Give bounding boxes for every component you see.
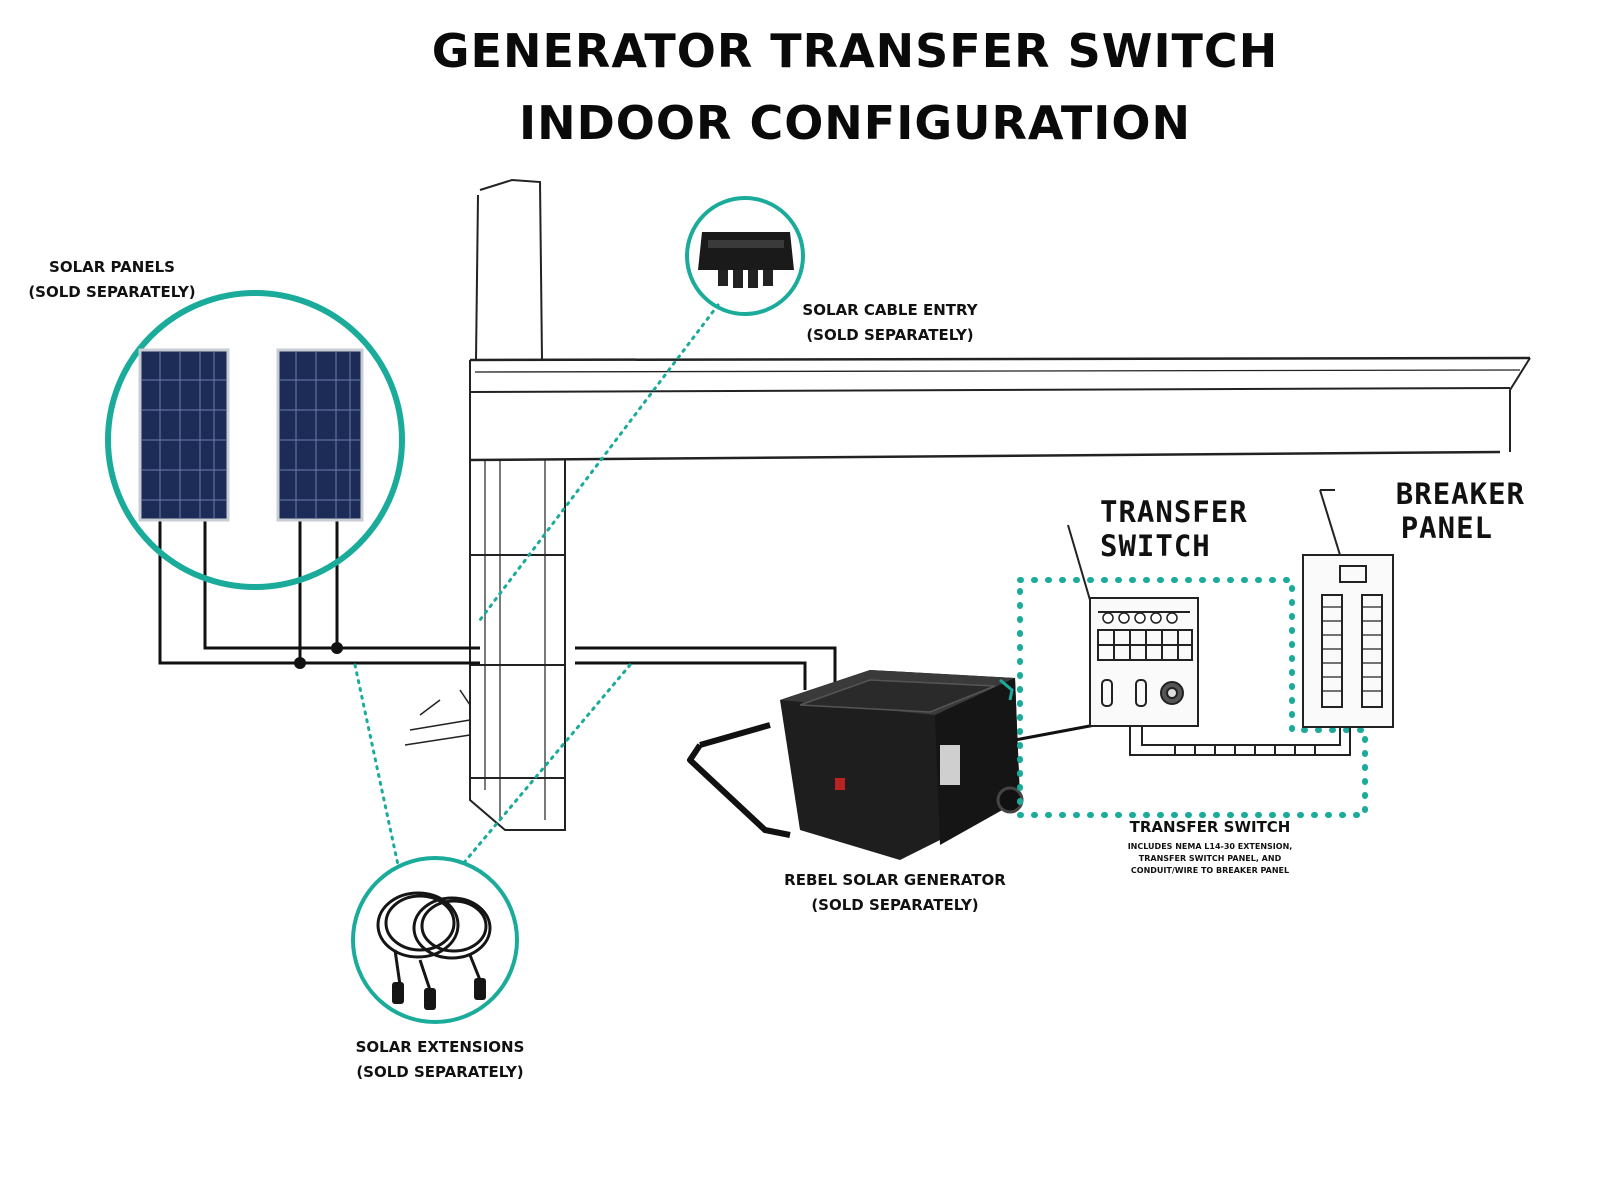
house-wall-sketch <box>404 178 1531 831</box>
breaker-panel-hand-label: BREAKER PANEL <box>1345 477 1525 545</box>
transfer-switch-caption-details: INCLUDES NEMA L14-30 EXTENSION, TRANSFER… <box>1110 841 1310 877</box>
rebel-solar-generator-illustration <box>687 670 1024 860</box>
solar-extensions-label-line2: (SOLD SEPARATELY) <box>356 1063 524 1081</box>
wire-junction <box>294 657 306 669</box>
transfer-switch-hand-label-line1: TRANSFER <box>1100 495 1248 529</box>
generator-label: REBEL SOLAR GENERATOR (SOLD SEPARATELY) <box>775 868 1015 918</box>
solar-panel-right <box>276 348 364 522</box>
generator-label-line2: (SOLD SEPARATELY) <box>811 896 979 914</box>
solar-extension-cable-icon <box>376 891 492 991</box>
transfer-switch-dotted-outline <box>1017 577 1368 818</box>
wire-junction <box>331 642 343 654</box>
diagram-title-line2: INDOOR CONFIGURATION <box>519 96 1191 150</box>
solar-cable-entry-label: SOLAR CABLE ENTRY (SOLD SEPARATELY) <box>790 298 990 348</box>
solar-panels-label: SOLAR PANELS (SOLD SEPARATELY) <box>12 255 212 305</box>
cable-entry-pointer <box>478 303 720 622</box>
generator-label-line1: REBEL SOLAR GENERATOR <box>784 871 1006 889</box>
extension-pointer-b <box>460 663 632 867</box>
breaker-panel <box>1302 489 1394 728</box>
extension-pointer-a <box>353 663 400 867</box>
solar-cable-entry-callout-circle <box>685 196 805 316</box>
breaker-panel-hand-label-line1: BREAKER <box>1395 477 1525 511</box>
solar-extensions-label: SOLAR EXTENSIONS (SOLD SEPARATELY) <box>340 1035 540 1085</box>
cable-entry-box-icon <box>698 232 794 288</box>
solar-panel-left <box>138 348 230 522</box>
solar-cable-entry-label-line1: SOLAR CABLE ENTRY <box>802 301 978 319</box>
transfer-switch-caption-line3: CONDUIT/WIRE TO BREAKER PANEL <box>1130 866 1290 875</box>
solar-wiring <box>158 495 837 690</box>
transfer-switch-caption-line2: TRANSFER SWITCH PANEL, AND <box>1138 854 1282 863</box>
transfer-switch-hand-label: TRANSFER SWITCH <box>1100 495 1248 563</box>
solar-extensions-label-line1: SOLAR EXTENSIONS <box>355 1038 525 1056</box>
solar-extensions-callout-circle <box>351 856 519 1024</box>
solar-cable-entry-label-line2: (SOLD SEPARATELY) <box>806 326 974 344</box>
solar-panels-callout-circle <box>105 290 405 590</box>
transfer-switch-panel <box>1067 524 1199 727</box>
transfer-switch-hand-label-line2: SWITCH <box>1100 529 1211 563</box>
conduit-to-breaker-panel <box>1129 726 1351 756</box>
diagram-title-line1: GENERATOR TRANSFER SWITCH <box>431 24 1279 78</box>
breaker-panel-hand-label-line2: PANEL <box>1400 511 1493 545</box>
solar-panels-label-line2: (SOLD SEPARATELY) <box>28 283 196 301</box>
transfer-switch-caption-line1: INCLUDES NEMA L14-30 EXTENSION, <box>1127 842 1293 851</box>
solar-panels-label-line1: SOLAR PANELS <box>49 258 175 276</box>
transfer-switch-caption-heading: TRANSFER SWITCH <box>1129 818 1291 836</box>
